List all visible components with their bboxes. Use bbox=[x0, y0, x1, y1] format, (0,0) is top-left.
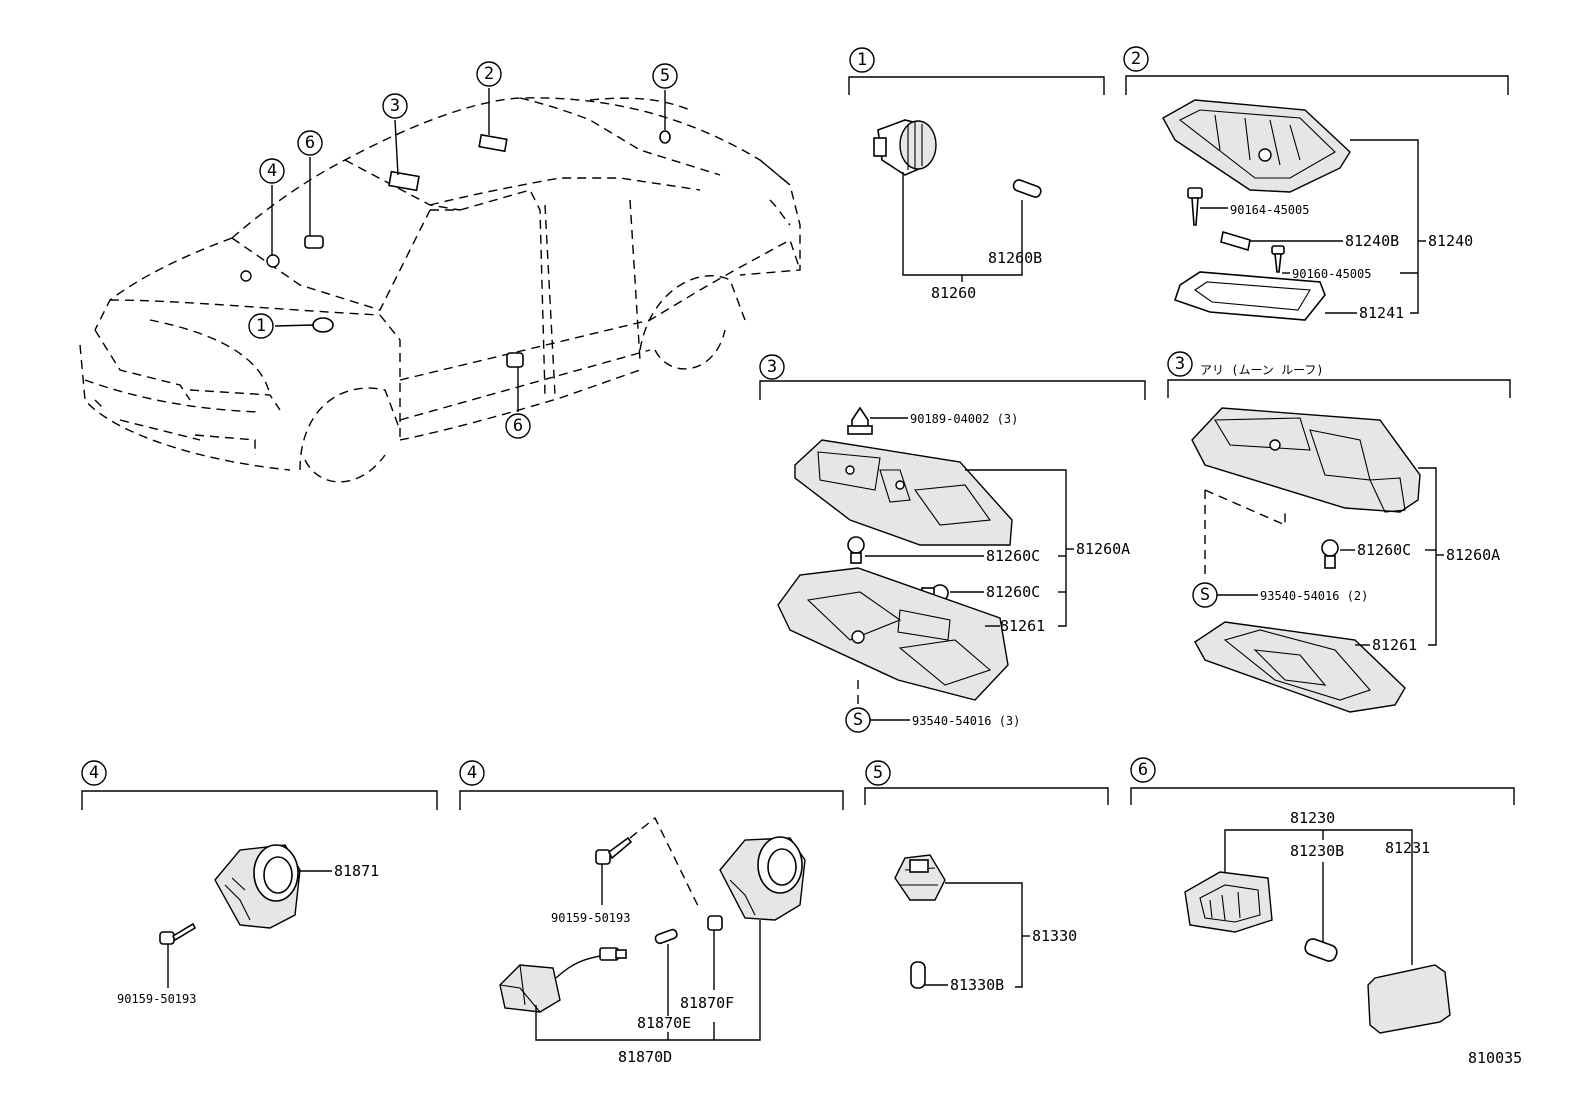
part-90159-4a-label: 90159-50193 bbox=[117, 992, 196, 1006]
section-5-number: 5 bbox=[873, 763, 883, 783]
part-93540-3b-label: 93540-54016 (2) bbox=[1260, 589, 1368, 603]
part-81260-label: 81260 bbox=[931, 284, 976, 302]
bulb-81330b[interactable] bbox=[910, 961, 926, 989]
part-81260b-label: 81260B bbox=[988, 249, 1042, 267]
part-81230-label: 81230 bbox=[1290, 809, 1335, 827]
callout-3[interactable]: 3 bbox=[382, 93, 408, 119]
lamp-module-81870d[interactable] bbox=[499, 947, 627, 1013]
section-3a-number: 3 bbox=[767, 357, 777, 377]
lens-81261-moonroof[interactable] bbox=[1194, 621, 1406, 713]
lens-81261[interactable] bbox=[777, 567, 1009, 701]
part-81871-label: 81871 bbox=[334, 862, 379, 880]
part-81260c-label-2: 81260C bbox=[986, 583, 1040, 601]
callout-1-label: 1 bbox=[256, 316, 266, 336]
part-81260a-moonroof-label: 81260A bbox=[1446, 546, 1500, 564]
screw-90164[interactable] bbox=[1187, 187, 1203, 226]
section-3b-note: アリ (ムーン ルーフ) bbox=[1200, 363, 1324, 377]
section-4b-number: 4 bbox=[467, 763, 477, 783]
callout-6-label: 6 bbox=[305, 133, 315, 153]
clip-90189[interactable] bbox=[847, 406, 873, 435]
part-90160-45005-label: 90160-45005 bbox=[1292, 267, 1371, 281]
room-lamp-base-moonroof[interactable] bbox=[1191, 407, 1421, 513]
part-90189-label: 90189-04002 (3) bbox=[910, 412, 1018, 426]
callout-5[interactable]: 5 bbox=[652, 63, 678, 89]
part-81260c-moonroof-label: 81260C bbox=[1357, 541, 1411, 559]
lens-81231[interactable] bbox=[1367, 964, 1451, 1034]
car-callouts: 2 3 5 6 4 1 6 bbox=[248, 61, 678, 439]
callout-1[interactable]: 1 bbox=[248, 313, 274, 339]
part-81241-label: 81241 bbox=[1359, 304, 1404, 322]
car-illustration bbox=[79, 88, 801, 483]
ignition-ring-81871[interactable] bbox=[214, 844, 301, 929]
bulb-81260c-moonroof[interactable] bbox=[1321, 539, 1339, 569]
callout-2-label: 2 bbox=[484, 64, 494, 84]
section-4-ring: 4 81871 90159-50193 bbox=[81, 760, 438, 1006]
section-1: 1 81260B 81260 bbox=[848, 47, 1105, 302]
diagram-id: 810035 bbox=[1468, 1049, 1522, 1067]
part-81260a-label: 81260A bbox=[1076, 540, 1130, 558]
section-4a-number: 4 bbox=[89, 763, 99, 783]
part-81330b-label: 81330B bbox=[950, 976, 1004, 994]
callout-3-label: 3 bbox=[390, 96, 400, 116]
lens-81241[interactable] bbox=[1173, 271, 1326, 321]
screw-90159-4b[interactable] bbox=[595, 836, 633, 865]
screw-90160[interactable] bbox=[1271, 245, 1285, 273]
part-81240b-label: 81240B bbox=[1345, 232, 1399, 250]
callout-4-label: 4 bbox=[267, 161, 277, 181]
part-81240-label: 81240 bbox=[1428, 232, 1473, 250]
lamp-socket-81330[interactable] bbox=[894, 854, 946, 901]
section-6: 6 81230 81230B 81231 bbox=[1130, 757, 1515, 1034]
screw-symbol-s: S bbox=[845, 707, 871, 733]
ignition-ring-assy[interactable] bbox=[719, 836, 806, 921]
dome-lamp-housing[interactable] bbox=[873, 119, 937, 176]
section-6-number: 6 bbox=[1138, 760, 1148, 780]
bulb-81260c-a[interactable] bbox=[847, 536, 865, 564]
room-lamp-base-81260a[interactable] bbox=[794, 439, 1013, 546]
bulb-81260b[interactable] bbox=[1012, 179, 1042, 199]
screw-90159-4a[interactable] bbox=[159, 922, 197, 945]
callout-6b-label: 6 bbox=[513, 416, 523, 436]
callout-6-roof[interactable]: 6 bbox=[297, 130, 323, 156]
section-2: 2 90164-45005 81240B 81240 90160 bbox=[1123, 46, 1509, 322]
part-81260c-label-1: 81260C bbox=[986, 547, 1040, 565]
section-5: 5 81330 81330B bbox=[864, 760, 1109, 994]
section-2-number: 2 bbox=[1131, 49, 1141, 69]
section-3b-number: 3 bbox=[1175, 354, 1185, 374]
section-3-standard: 3 90189-04002 (3) bbox=[759, 354, 1146, 733]
screw-symbol-s-moonroof: S bbox=[1192, 582, 1218, 608]
bulb-81870e[interactable] bbox=[654, 928, 678, 945]
part-93540-3a-label: 93540-54016 (3) bbox=[912, 714, 1020, 728]
section-4-ring-assy: 4 90159-50193 81870F 8 bbox=[459, 760, 844, 1066]
callout-5-label: 5 bbox=[660, 66, 670, 86]
part-81870f-label: 81870F bbox=[680, 994, 734, 1012]
bulb-81870f[interactable] bbox=[707, 915, 723, 931]
symbol-s-3b: S bbox=[1200, 585, 1210, 605]
part-81870e-label: 81870E bbox=[637, 1014, 691, 1032]
section-3-moonroof: 3 アリ (ムーン ルーフ) 81260C S 93540-54016 (2) bbox=[1167, 351, 1511, 713]
section-1-number: 1 bbox=[857, 50, 867, 70]
symbol-s-3a: S bbox=[853, 710, 863, 730]
part-81330-label: 81330 bbox=[1032, 927, 1077, 945]
bulb-81240b[interactable] bbox=[1220, 230, 1251, 252]
part-81870d-label: 81870D bbox=[618, 1048, 672, 1066]
callout-6-door[interactable]: 6 bbox=[505, 413, 531, 439]
part-81261-moonroof-label: 81261 bbox=[1372, 636, 1417, 654]
door-lamp-housing-81230[interactable] bbox=[1184, 871, 1273, 933]
part-81231-label: 81231 bbox=[1385, 839, 1430, 857]
part-90159-4b-label: 90159-50193 bbox=[551, 911, 630, 925]
part-90164-45005-label: 90164-45005 bbox=[1230, 203, 1309, 217]
part-81261-label: 81261 bbox=[1000, 617, 1045, 635]
callout-4[interactable]: 4 bbox=[259, 158, 285, 184]
room-lamp-base[interactable] bbox=[1162, 99, 1351, 193]
bulb-81230b[interactable] bbox=[1303, 937, 1339, 963]
callout-2[interactable]: 2 bbox=[476, 61, 502, 87]
part-81230b-label: 81230B bbox=[1290, 842, 1344, 860]
